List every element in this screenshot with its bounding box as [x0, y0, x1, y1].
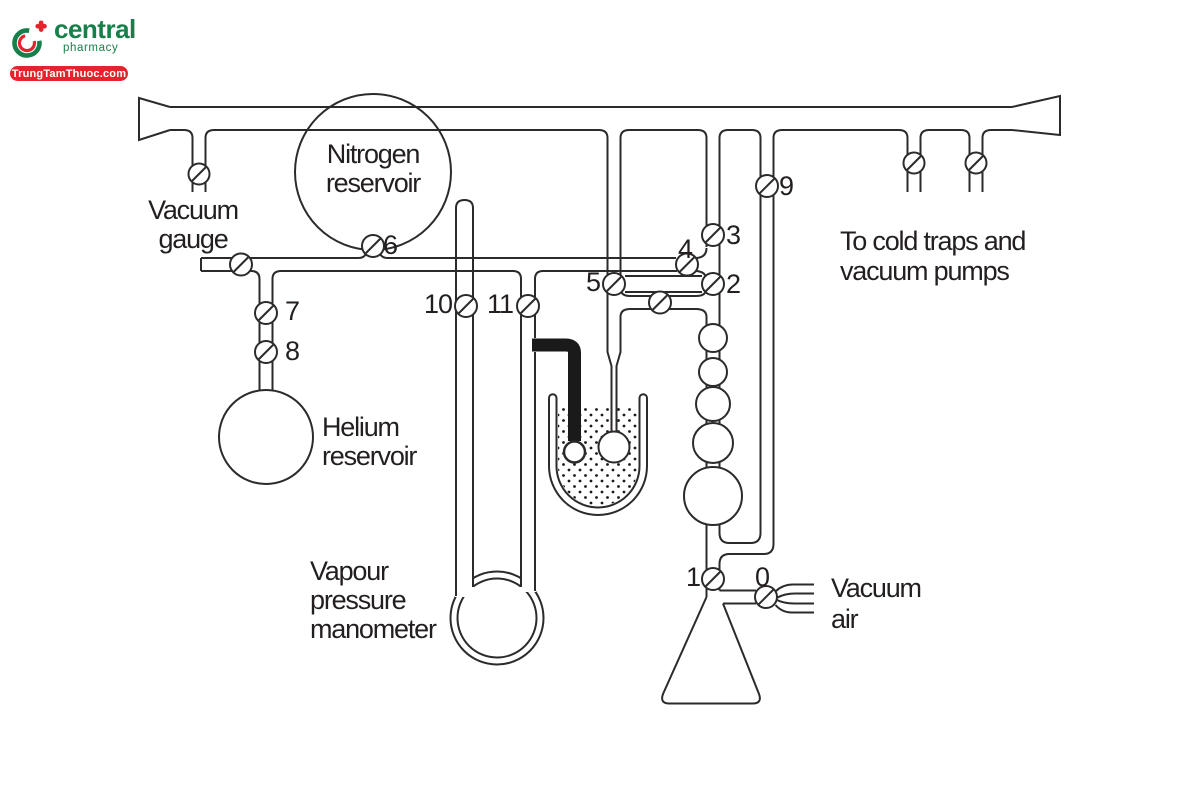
gauge-valve-icon [187, 162, 211, 186]
valve-0-icon [754, 585, 778, 609]
cross-tube-upper [625, 275, 702, 293]
valve-11-number: 11 [487, 289, 514, 319]
erlenmeyer-flask [661, 596, 761, 705]
main-manifold-tube [138, 94, 1061, 142]
valve-11-icon [516, 294, 540, 318]
valve-6-number: 6 [383, 230, 398, 260]
valve-9-number: 9 [779, 171, 794, 201]
secondary-manifold-tube [200, 249, 677, 272]
valve-5-icon [602, 272, 626, 296]
left-funnel-joint [138, 96, 171, 142]
valve-4-icon [675, 252, 699, 277]
valve-1-number: 1 [686, 562, 701, 592]
logo-brand-text: central [54, 14, 136, 44]
valve-10-icon [454, 294, 478, 318]
cross-valve-icon [648, 290, 672, 315]
valves [187, 151, 988, 609]
valve-5-number: 5 [586, 267, 601, 297]
valve-1-icon [701, 567, 725, 591]
pump-drop-tubes [898, 129, 992, 192]
cold-finger-tube [532, 338, 587, 464]
flask-side-tube [719, 589, 756, 605]
expansion-bulb-chain [683, 323, 743, 526]
valve-3-number: 3 [726, 220, 741, 250]
vapour-pressure-manometer [449, 198, 545, 666]
logo-sub-text: pharmacy [63, 42, 119, 54]
valve-9-icon [755, 174, 779, 198]
sample-bulb-tube [597, 366, 631, 464]
right-funnel-joint [1011, 94, 1061, 137]
valve-7-icon [254, 301, 278, 325]
central-pharmacy-logo[interactable]: central pharmacy TrungTamThuoc.com [10, 16, 136, 81]
valve-2-number: 2 [726, 269, 741, 299]
sample-bulb [597, 430, 631, 464]
helium-reservoir-flask [218, 389, 314, 485]
valve-3-icon [701, 223, 725, 247]
logo-mark-icon [12, 20, 47, 58]
valve-8-number: 8 [285, 336, 300, 366]
valve-7-number: 7 [285, 296, 300, 326]
valve-4-number: 4 [678, 234, 693, 264]
logo-site-badge[interactable]: TrungTamThuoc.com [10, 66, 128, 81]
vacuum-gauge-tube [183, 129, 215, 192]
valve-6-icon [361, 234, 385, 258]
valve-10-number: 10 [424, 289, 453, 319]
cold-finger-bulb [562, 440, 587, 464]
valve-0-number: 0 [755, 562, 770, 592]
pump-valve-right-icon [964, 151, 988, 175]
helium-branch-tube [250, 270, 282, 391]
bypass-tube [718, 129, 783, 565]
pump-valve-left-icon [902, 151, 926, 175]
valve-2-icon [701, 272, 725, 296]
manifold-left-valve-icon [229, 252, 253, 277]
vacuum-air-tubes [774, 583, 814, 614]
valve-8-icon [254, 340, 278, 364]
